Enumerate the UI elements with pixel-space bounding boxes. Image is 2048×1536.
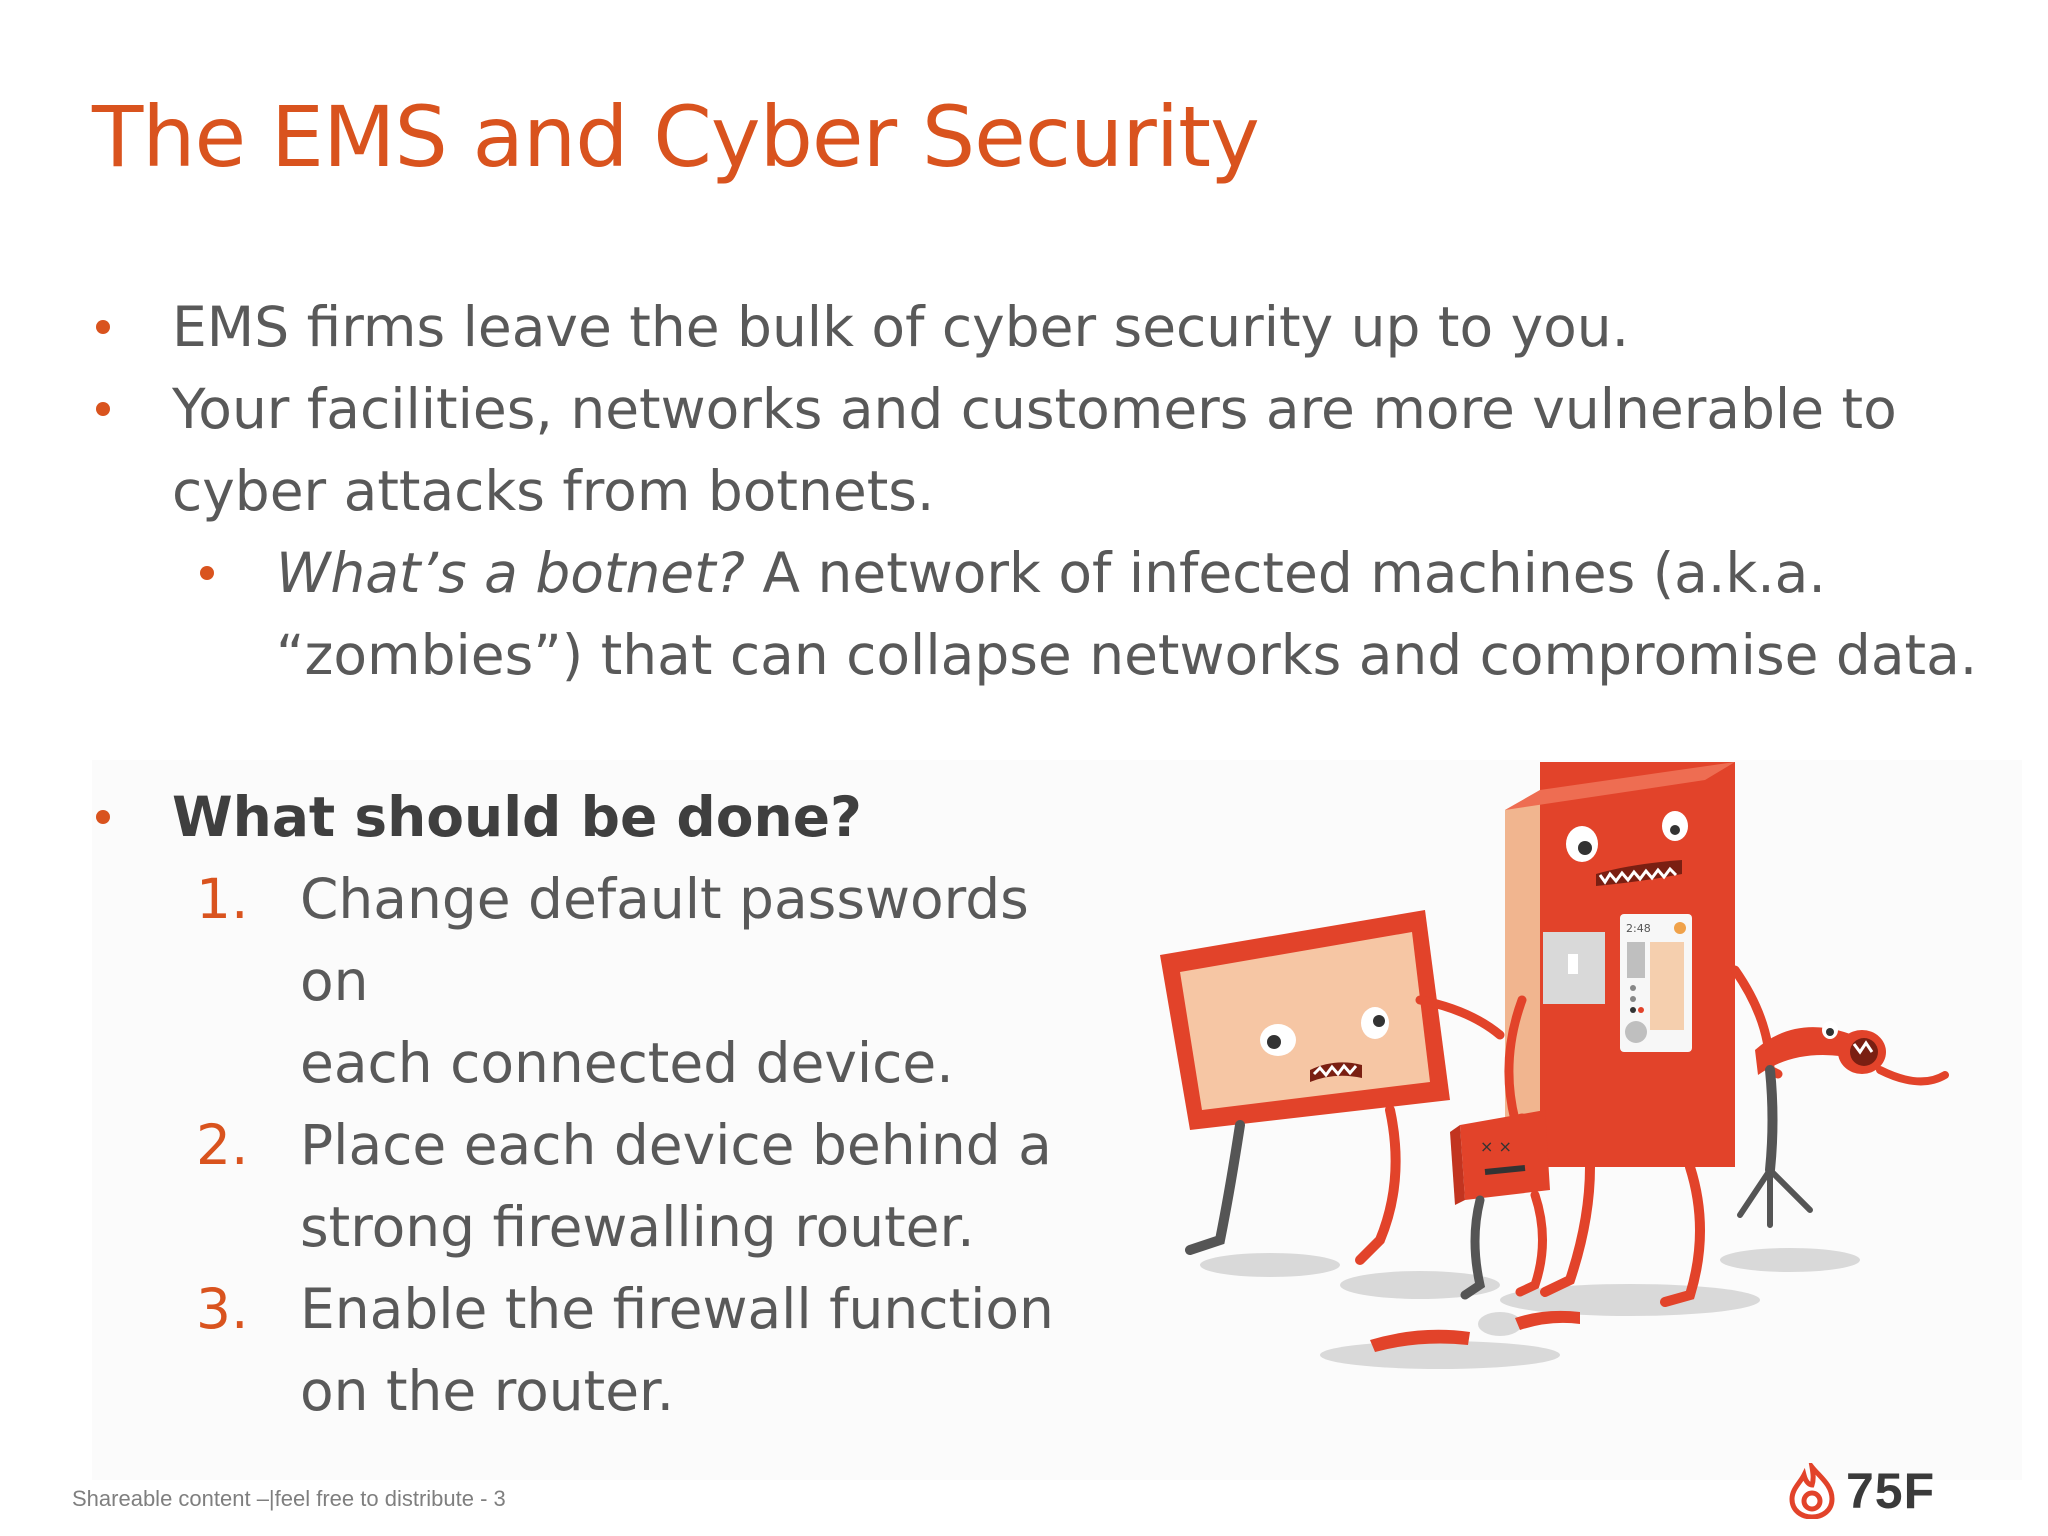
bullet-item: EMS firms leave the bulk of cyber securi… [92, 286, 1992, 368]
botnet-definition-cont: “zombies”) that can collapse networks an… [276, 623, 1978, 687]
step-text: Change default passwords on [300, 867, 1029, 1013]
footer-text: Shareable content –|feel free to distrib… [72, 1486, 506, 1511]
zombie-devices-illustration: 2:48 [1160, 762, 1949, 1369]
step-number: 2. [196, 1113, 249, 1177]
step-item: 1. Change default passwords on each conn… [92, 858, 1102, 1104]
bullet-text: EMS firms leave the bulk of cyber securi… [172, 295, 1630, 359]
steps-list: 1. Change default passwords on each conn… [92, 858, 1102, 1432]
step-text: Enable the firewall function [300, 1277, 1054, 1341]
broken-wristband [1370, 1310, 1580, 1352]
step-text-cont: strong firewalling router. [300, 1195, 975, 1259]
step-text-cont: each connected device. [300, 1031, 954, 1095]
clock-readout: 2:48 [1626, 922, 1651, 935]
tablet-zombie [1160, 910, 1505, 1265]
x-eyes: × × [1480, 1137, 1512, 1156]
thermostat-zombie: 2:48 [1504, 762, 1783, 1307]
logo-flame-icon [1789, 1463, 1835, 1519]
sub-bullet-item: What’s a botnet? A network of infected m… [92, 532, 1992, 696]
step-number: 3. [196, 1277, 249, 1341]
slide-title: The EMS and Cyber Security [92, 88, 1260, 186]
bullet-dot [96, 810, 110, 824]
step-number: 1. [196, 867, 249, 931]
step-item: 3. Enable the firewall function on the r… [92, 1268, 1102, 1432]
bullet-item: What should be done? [92, 776, 1992, 858]
slide-body: EMS firms leave the bulk of cyber securi… [92, 286, 1992, 1432]
logo-text: 75F [1846, 1463, 1936, 1519]
bullet-dot [96, 320, 110, 334]
step-text-cont: on the router. [300, 1359, 675, 1423]
step-text: Place each device behind a [300, 1113, 1052, 1177]
bullet-item: Your facilities, networks and customers … [92, 368, 1992, 532]
ground-shadows [1200, 1248, 1860, 1369]
bullet-heading: What should be done? [172, 785, 862, 849]
bullet-dot [200, 566, 214, 580]
step-item: 2. Place each device behind a strong fir… [92, 1104, 1102, 1268]
botnet-question: What’s a botnet? [276, 541, 745, 605]
bullet-text-cont: cyber attacks from botnets. [172, 459, 935, 523]
sensor-zombie [1737, 1021, 1949, 1228]
box-zombie: × × [1450, 1110, 1550, 1300]
bullet-text: Your facilities, networks and customers … [172, 377, 1897, 441]
botnet-definition: A network of infected machines (a.k.a. [744, 541, 1826, 605]
logo: 75F [1786, 1462, 1935, 1520]
bullet-dot [96, 402, 110, 416]
